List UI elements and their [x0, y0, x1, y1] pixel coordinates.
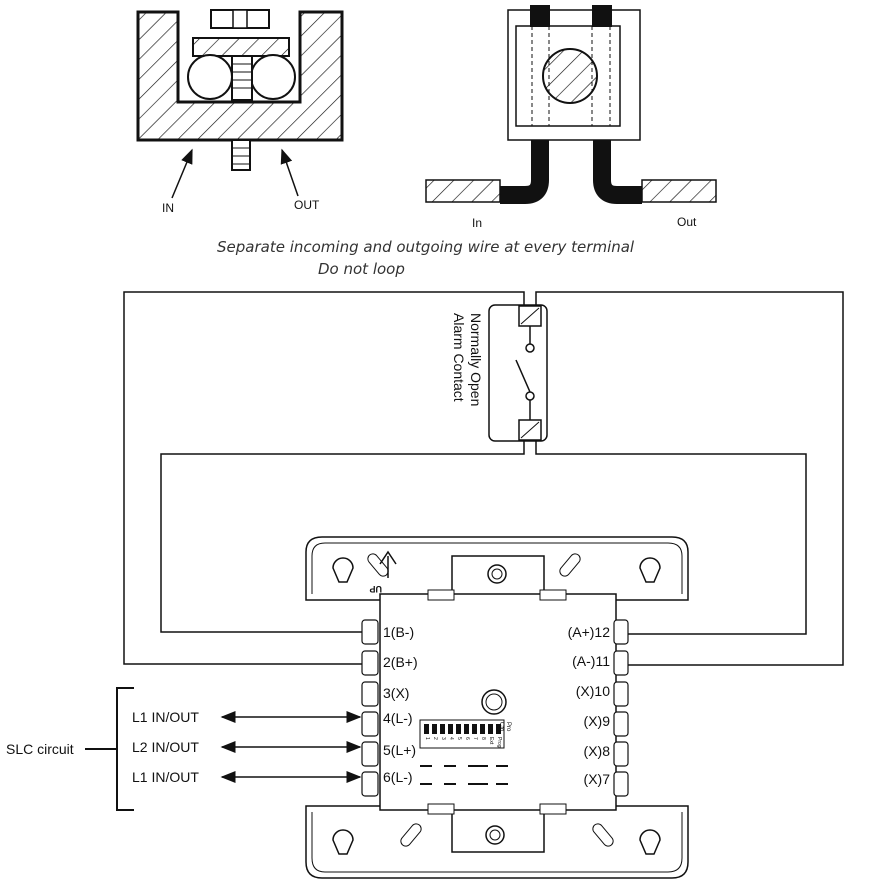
label-right-in: In: [472, 216, 482, 230]
terminal-3-label: 3(X): [383, 685, 409, 701]
slc-line-2-label: L2 IN/OUT: [132, 739, 199, 755]
terminal-8-label: (X)8: [584, 743, 611, 759]
terminal-detail-left: [136, 9, 344, 199]
module-body: [379, 589, 617, 815]
terminal-7-label: (X)7: [584, 771, 611, 787]
terminal-10-label: (X)10: [576, 683, 610, 699]
mounting-plate-bottom: [305, 805, 689, 879]
up-label: UP: [369, 584, 382, 594]
label-right-out: Out: [677, 215, 697, 229]
dip-side-label-pro: Pro: [505, 722, 511, 732]
terminal-2-label: 2(B+): [383, 654, 418, 670]
terminal-1-label: 1(B-): [383, 624, 414, 640]
terminal-5-label: 5(L+): [383, 742, 416, 758]
terminal-detail-right: [425, 5, 717, 204]
alarm-contact: [488, 304, 548, 442]
dip-side-label-ctrl: Ctrl: [498, 722, 504, 731]
dip-switch-label: Ext: [488, 737, 494, 745]
slc-line-1-label: L1 IN/OUT: [132, 709, 199, 725]
label-left-in: IN: [162, 201, 174, 215]
mounting-plate-top: [305, 536, 689, 601]
dip-switch-label: Prog: [496, 737, 502, 748]
dip-switch-label: 6: [464, 737, 470, 740]
label-left-out: OUT: [294, 198, 320, 212]
slc-title: SLC circuit: [6, 741, 74, 757]
dip-switch-label: 8: [480, 737, 486, 740]
dip-switch-label: 3: [440, 737, 446, 740]
terminal-4-label: 4(L-): [383, 710, 413, 726]
contact-label-line2: Alarm Contact: [451, 313, 467, 402]
contact-label-line1: Normally Open: [468, 313, 484, 406]
dip-switch-label: 2: [432, 737, 438, 740]
terminal-12-label: (A+)12: [568, 624, 611, 640]
dip-switch-label: 1: [424, 737, 430, 740]
terminal-11-label: (A-)11: [572, 653, 610, 669]
terminal-9-label: (X)9: [584, 713, 611, 729]
slc-bracket: [85, 687, 134, 811]
terminal-screws-right: [613, 619, 629, 797]
note-line2: Do not loop: [318, 260, 405, 278]
terminal-6-label: 6(L-): [383, 769, 413, 785]
slc-arrows: [220, 711, 362, 783]
note-line1: Separate incoming and outgoing wire at e…: [217, 238, 635, 256]
field-wiring: [123, 291, 844, 666]
dip-switch-label: 5: [456, 737, 462, 740]
terminal-screws-left: [361, 619, 379, 797]
slc-line-3-label: L1 IN/OUT: [132, 769, 199, 785]
dip-switch-label: 7: [472, 737, 478, 740]
dip-switch-label: 4: [448, 737, 454, 740]
